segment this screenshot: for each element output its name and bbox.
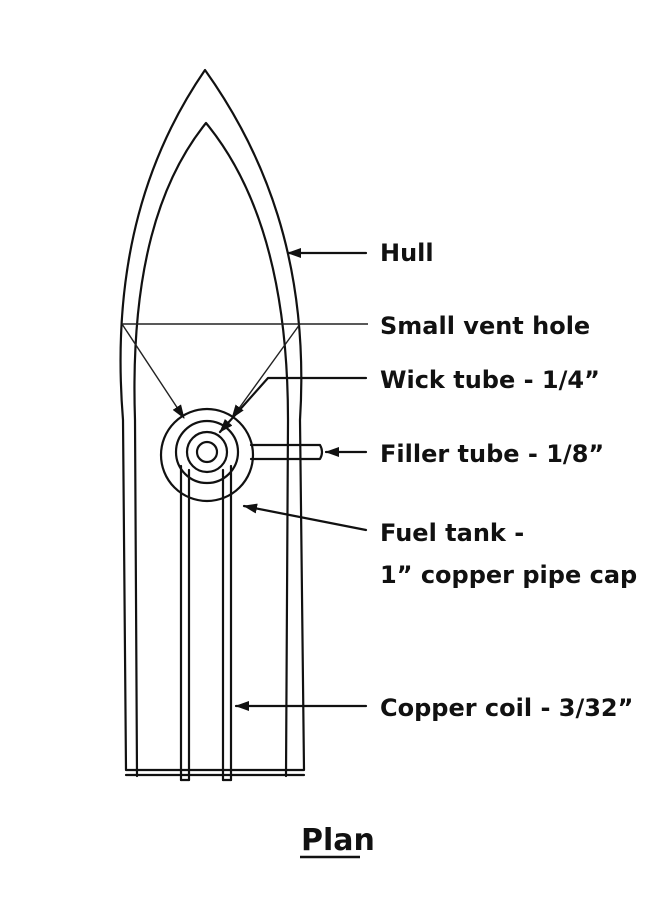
- tank-ring-3: [185, 430, 229, 474]
- title-plan: Plan: [301, 823, 375, 858]
- tank-ring-2: [174, 419, 240, 485]
- fuel-tank: [159, 407, 255, 503]
- label-copper-coil: Copper coil - 3/32”: [380, 694, 633, 722]
- vent-hole-leader-right: [231, 323, 301, 419]
- wick-tube-leader: [218, 376, 368, 434]
- wick-tube: [195, 440, 219, 464]
- vent-hole-leader-left: [121, 323, 185, 419]
- label-fuel-tank-line2: 1” copper pipe cap: [380, 561, 637, 589]
- filler-tube: [249, 443, 324, 461]
- fuel-tank-leader: [242, 503, 368, 532]
- label-hull: Hull: [380, 239, 434, 267]
- hull-outer: [119, 68, 306, 772]
- hull-inner: [133, 121, 290, 778]
- label-wick-tube: Wick tube - 1/4”: [380, 366, 600, 394]
- label-fuel-tank-line1: Fuel tank -: [380, 519, 524, 547]
- label-filler-tube: Filler tube - 1/8”: [380, 440, 604, 468]
- label-vent-hole: Small vent hole: [380, 312, 590, 340]
